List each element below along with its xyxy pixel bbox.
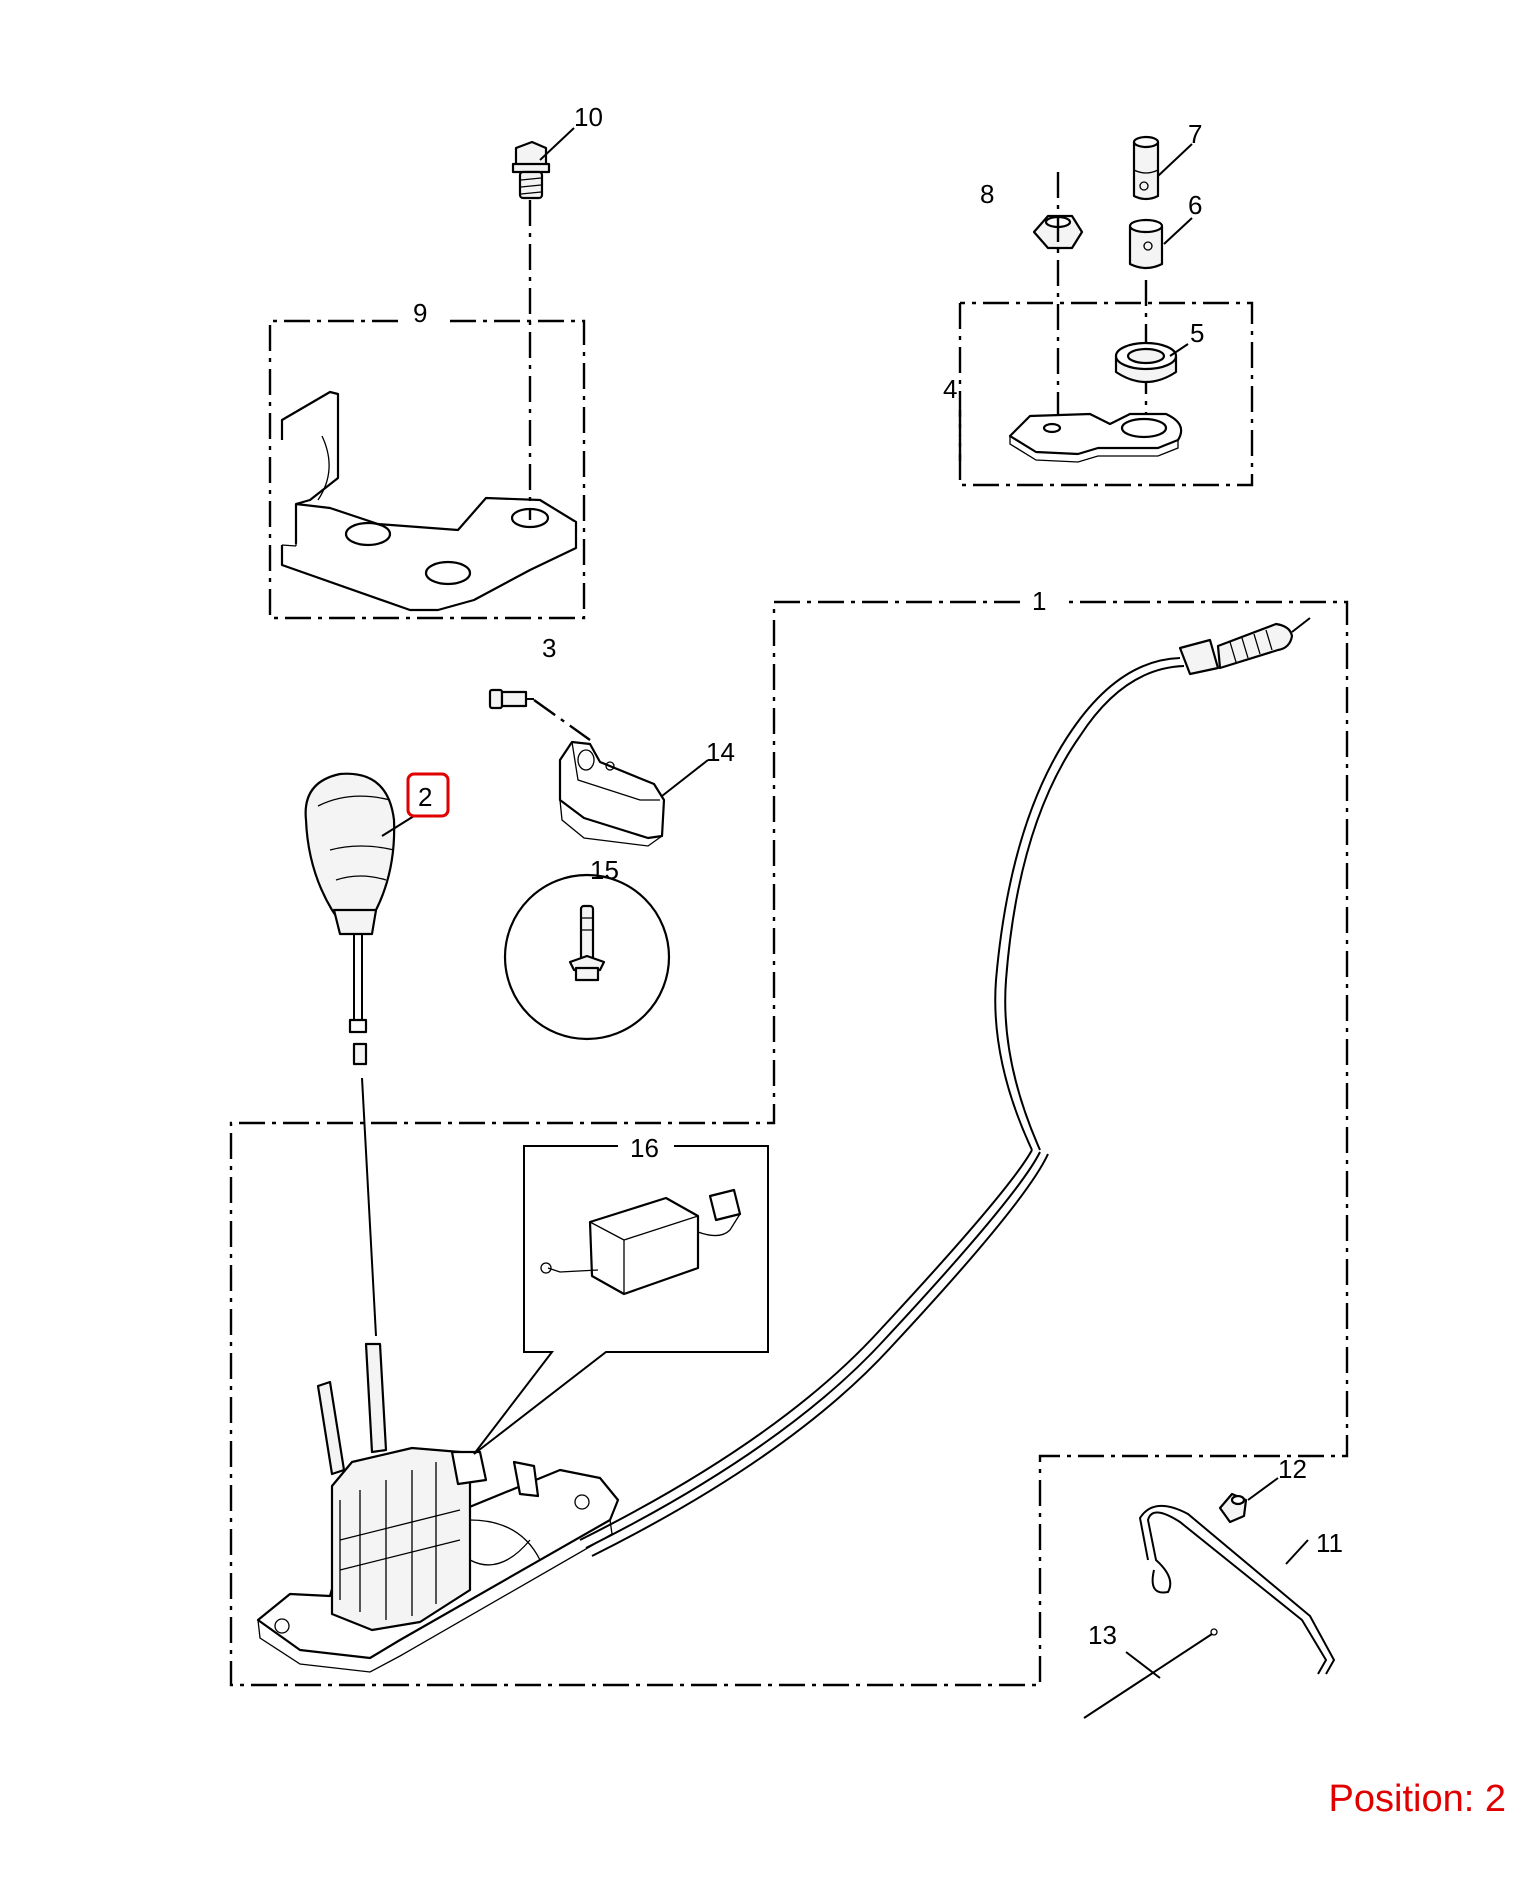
callout-9: 9 xyxy=(413,298,427,328)
part-4-plate xyxy=(1008,412,1183,463)
callout-16: 16 xyxy=(630,1133,659,1163)
part-9-bracket xyxy=(280,390,578,612)
part-7-pin xyxy=(1132,135,1160,201)
part-5-grommet xyxy=(1114,341,1178,383)
callout-6: 6 xyxy=(1188,190,1202,220)
group-4-box xyxy=(958,301,1254,487)
callout-15: 15 xyxy=(590,855,619,885)
leader-lines xyxy=(381,127,1309,1679)
callouts: 10 9 7 8 6 5 4 1 3 14 2 15 16 12 11 13 xyxy=(413,102,1343,1650)
part-14-clip xyxy=(558,740,666,847)
callout-12: 12 xyxy=(1278,1454,1307,1484)
part-10-bolt xyxy=(511,140,551,200)
callout-5: 5 xyxy=(1190,318,1204,348)
group-9-box xyxy=(268,319,586,620)
callout-2: 2 xyxy=(418,782,432,812)
callout-3: 3 xyxy=(542,633,556,663)
axis-line-3 xyxy=(533,699,591,741)
callout-14: 14 xyxy=(706,737,735,767)
part-15-detail xyxy=(503,873,671,1041)
part-12-clip xyxy=(1218,1492,1248,1524)
callout-2-highlight xyxy=(406,772,450,818)
part-6-sleeve xyxy=(1128,218,1164,270)
callout-7: 7 xyxy=(1188,119,1202,149)
shifter-assembly xyxy=(256,1342,620,1673)
shift-cable xyxy=(579,617,1311,1557)
callout-8: 8 xyxy=(980,179,994,209)
part-13-tie xyxy=(1083,1628,1218,1719)
callout-13: 13 xyxy=(1088,1620,1117,1650)
part-3-bolt xyxy=(488,688,534,710)
axis-line-2 xyxy=(361,1077,377,1337)
part-2-gear-knob xyxy=(304,772,396,1066)
group-1-box xyxy=(229,600,1349,1687)
callout-4: 4 xyxy=(943,374,957,404)
part-11-rod xyxy=(1138,1505,1336,1675)
callout-1: 1 xyxy=(1032,586,1046,616)
position-label: Position: 2 xyxy=(1328,1778,1506,1820)
callout-10: 10 xyxy=(574,102,603,132)
part-16-inset xyxy=(473,1145,769,1455)
callout-11: 11 xyxy=(1316,1528,1343,1558)
